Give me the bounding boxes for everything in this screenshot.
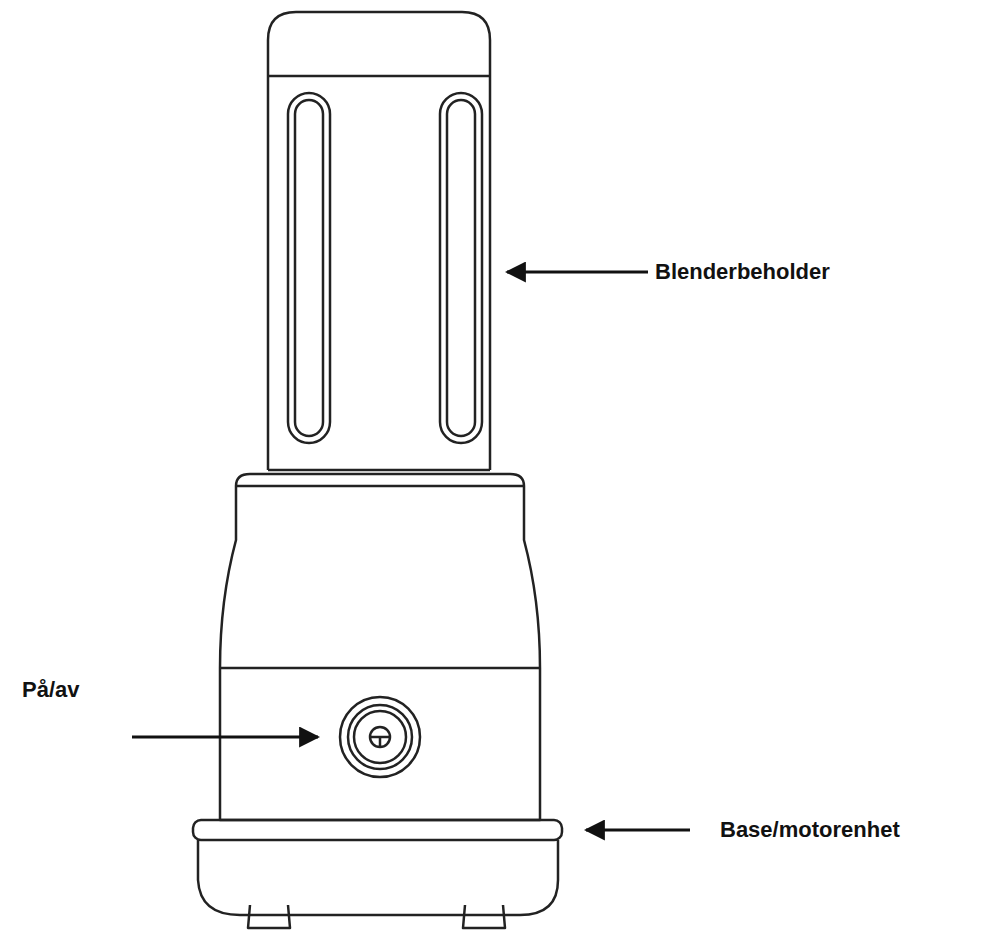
container-slot-inner bbox=[295, 100, 323, 436]
foot bbox=[248, 905, 290, 928]
base-bottom bbox=[198, 840, 558, 915]
leader-arrow bbox=[586, 829, 690, 832]
power-button-ring bbox=[354, 711, 406, 763]
container-slot bbox=[288, 93, 330, 443]
container-slot-inner bbox=[447, 100, 475, 436]
base-rim bbox=[193, 820, 562, 840]
base-top-line bbox=[236, 485, 524, 488]
lid-line bbox=[268, 75, 490, 78]
blender-container bbox=[268, 12, 490, 470]
container-bottom bbox=[268, 469, 490, 472]
foot bbox=[463, 905, 505, 928]
power-symbol bbox=[370, 727, 390, 747]
base-band-line bbox=[220, 667, 540, 670]
part-label: Base/motorenhet bbox=[720, 817, 900, 843]
power-symbol bbox=[379, 737, 382, 747]
container-slot bbox=[440, 93, 482, 443]
leader-arrow bbox=[507, 271, 648, 274]
motor-base bbox=[220, 474, 540, 820]
leader-arrow bbox=[132, 736, 318, 739]
part-label: Blenderbeholder bbox=[655, 259, 830, 285]
power-button-ring bbox=[348, 705, 412, 769]
power-button bbox=[340, 697, 420, 777]
part-label: På/av bbox=[22, 677, 80, 703]
